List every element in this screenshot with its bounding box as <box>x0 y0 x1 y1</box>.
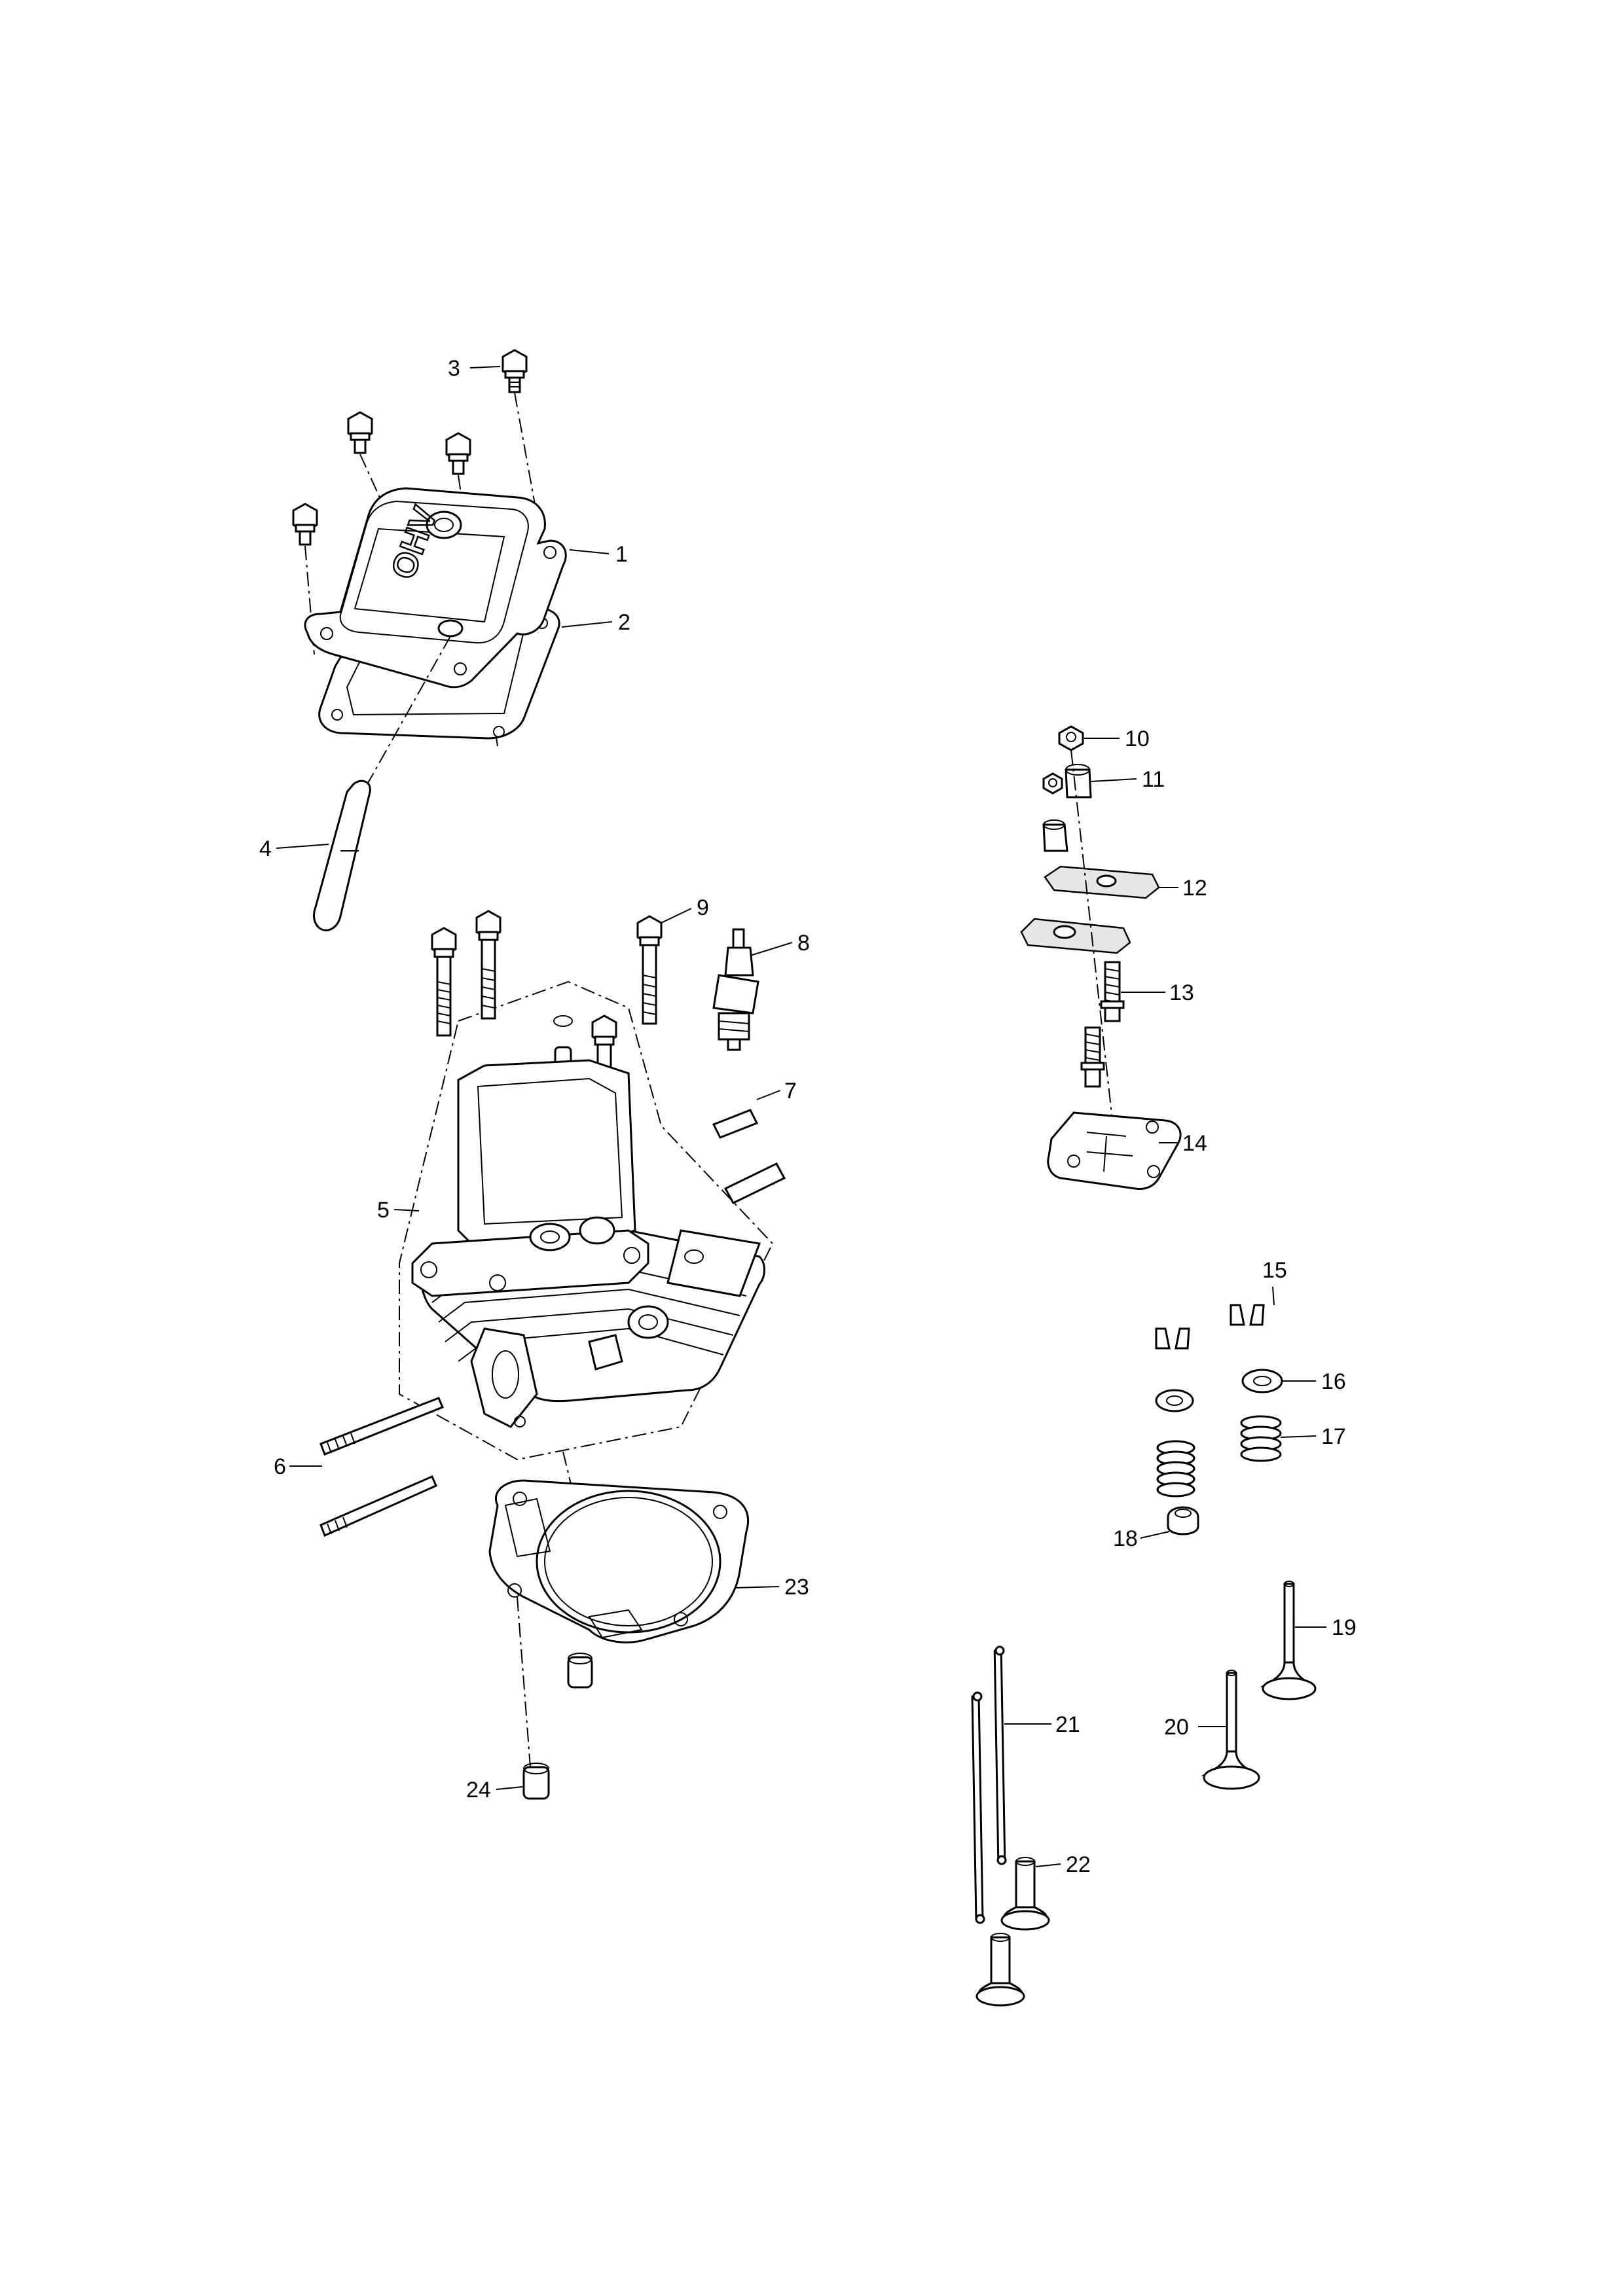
svg-text:8: 8 <box>797 931 810 956</box>
svg-text:11: 11 <box>1142 767 1165 792</box>
callout-8: 8 <box>750 931 810 956</box>
valve-keepers <box>1155 1304 1265 1350</box>
spring-retainer <box>1155 1369 1283 1412</box>
head-bolt-1 <box>431 927 457 1037</box>
callout-16: 16 <box>1282 1369 1346 1394</box>
callout-3: 3 <box>448 356 501 381</box>
callout-18: 18 <box>1113 1526 1170 1551</box>
callout-19: 19 <box>1295 1615 1357 1640</box>
valve-spring <box>1156 1415 1282 1498</box>
callout-11: 11 <box>1090 767 1165 792</box>
svg-text:15: 15 <box>1262 1258 1287 1283</box>
svg-text:3: 3 <box>448 356 460 381</box>
svg-text:7: 7 <box>784 1079 797 1103</box>
callout-24: 24 <box>466 1778 523 1803</box>
rocker-stud-left <box>1080 1026 1105 1088</box>
svg-text:24: 24 <box>466 1778 491 1803</box>
exhaust-stud-lower <box>723 1162 786 1204</box>
intake-stud-lower <box>319 1475 437 1537</box>
callout-4: 4 <box>259 836 329 861</box>
svg-text:13: 13 <box>1169 980 1194 1005</box>
rocker-nut <box>1058 725 1084 751</box>
svg-text:14: 14 <box>1182 1131 1207 1156</box>
rocker-arm-upper <box>1044 865 1160 899</box>
pushrods <box>971 1645 1007 1924</box>
callout-7: 7 <box>756 1079 797 1103</box>
svg-text:12: 12 <box>1182 876 1207 901</box>
svg-text:9: 9 <box>697 895 709 920</box>
callout-21: 21 <box>1004 1712 1080 1737</box>
svg-text:4: 4 <box>259 836 272 861</box>
callout-22: 22 <box>1035 1852 1091 1877</box>
svg-text:2: 2 <box>618 610 630 635</box>
cover-bolt-rear-left <box>347 411 373 454</box>
callout-13: 13 <box>1121 980 1194 1005</box>
svg-text:21: 21 <box>1055 1712 1080 1737</box>
svg-text:1: 1 <box>615 542 628 567</box>
svg-text:20: 20 <box>1164 1715 1189 1740</box>
valve-stem-seal <box>1167 1506 1199 1535</box>
callout-17: 17 <box>1280 1424 1346 1449</box>
svg-text:22: 22 <box>1066 1852 1091 1877</box>
callout-5: 5 <box>377 1198 420 1223</box>
cylinder-head <box>411 1059 765 1428</box>
cover-bolt-rear-mid <box>445 432 471 475</box>
dowel-pin-lower-2 <box>522 1763 550 1800</box>
pivot-nut-small <box>1042 772 1063 795</box>
intake-stud-upper <box>319 1397 444 1456</box>
exhaust-valve <box>1260 1581 1317 1700</box>
valve-lifters <box>976 1857 1050 2007</box>
callout-10: 10 <box>1084 726 1150 751</box>
rocker-stud-right <box>1100 961 1125 1022</box>
callout-2: 2 <box>561 610 630 635</box>
svg-text:5: 5 <box>377 1198 390 1223</box>
svg-text:17: 17 <box>1321 1424 1346 1449</box>
pivot-ball <box>1065 764 1092 798</box>
svg-text:18: 18 <box>1113 1526 1138 1551</box>
breather-tube <box>313 780 371 931</box>
callout-15: 15 <box>1262 1258 1287 1306</box>
head-gasket <box>488 1479 750 1643</box>
pushrod-guide-plate <box>1047 1111 1182 1190</box>
svg-text:6: 6 <box>274 1454 286 1479</box>
intake-valve <box>1201 1670 1260 1790</box>
head-bolt-2 <box>475 910 501 1020</box>
callout-23: 23 <box>734 1575 809 1600</box>
cover-bolt-left <box>292 503 318 546</box>
callout-9: 9 <box>661 895 709 924</box>
callout-12: 12 <box>1159 876 1207 901</box>
callout-1: 1 <box>569 542 628 567</box>
callout-20: 20 <box>1164 1715 1226 1740</box>
svg-text:23: 23 <box>784 1575 809 1600</box>
callout-14: 14 <box>1159 1131 1207 1156</box>
svg-text:10: 10 <box>1125 726 1150 751</box>
callout-6: 6 <box>274 1454 322 1479</box>
rocker-arm-lower <box>1020 918 1131 954</box>
valve-cover: OHV <box>304 487 567 689</box>
exhaust-stud-upper <box>712 1109 759 1139</box>
spark-plug <box>712 928 759 1051</box>
dowel-pin-lower-1 <box>567 1653 593 1689</box>
cover-bolt-top <box>501 349 528 393</box>
head-bolt-4 <box>636 915 663 1025</box>
svg-text:16: 16 <box>1321 1369 1346 1394</box>
pivot-ball-2 <box>1042 819 1068 852</box>
svg-text:19: 19 <box>1332 1615 1357 1640</box>
